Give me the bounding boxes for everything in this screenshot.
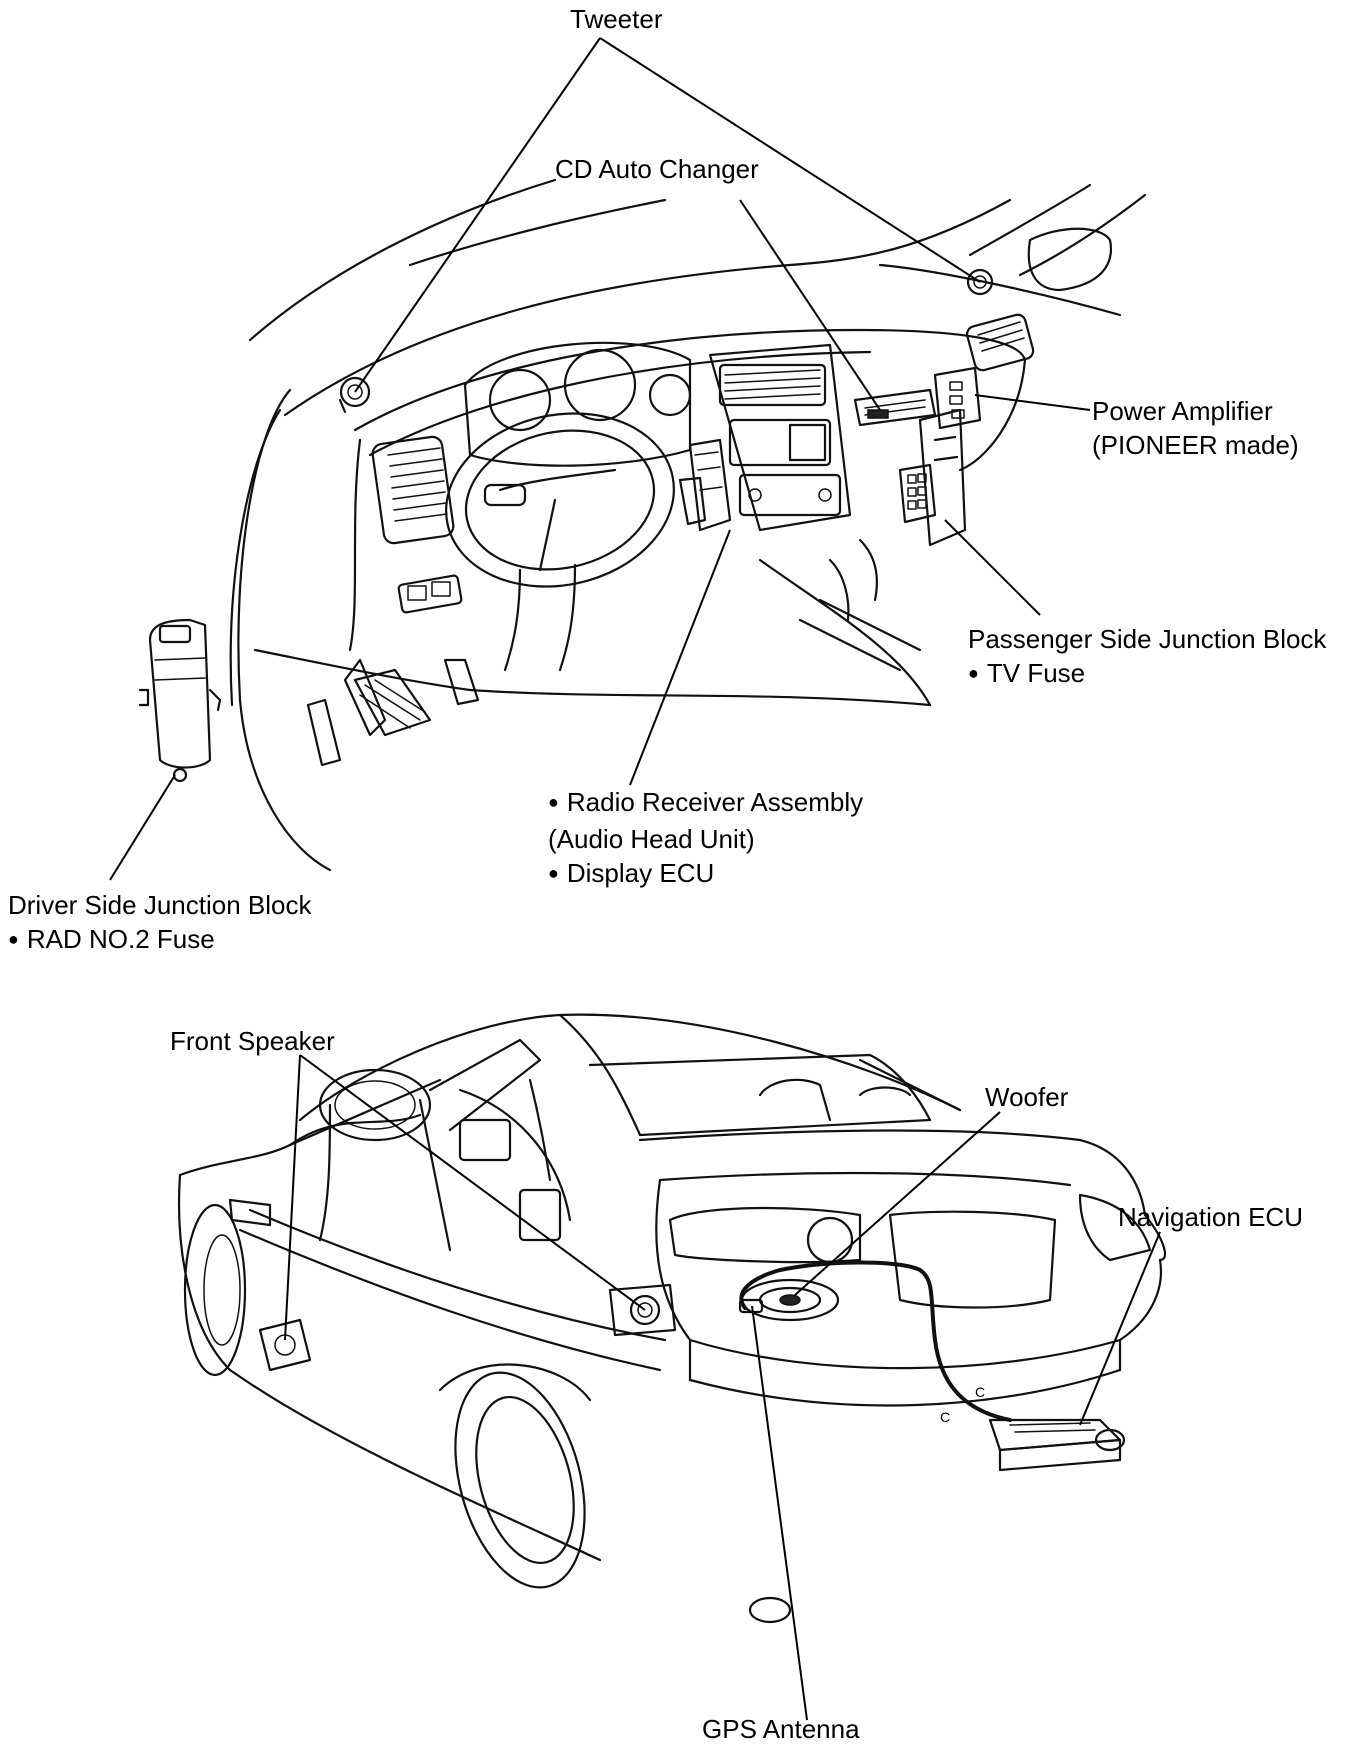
car-illustration [177, 1013, 1167, 1624]
trunk-marking-c-1: C [940, 1409, 951, 1425]
power-amplifier-label: Power Amplifier (PIONEER made) [1092, 394, 1299, 462]
cd-auto-changer-label: CD Auto Changer [555, 154, 759, 184]
radio-receiver-label: Radio Receiver Assembly (Audio Head Unit… [548, 785, 863, 893]
tweeter-left [338, 376, 371, 414]
driver-junction-block [138, 618, 222, 783]
front-speaker-label: Front Speaker [170, 1026, 335, 1056]
tweeter-right [966, 268, 994, 296]
navigation-ecu [988, 1418, 1122, 1472]
driver-junction-block-label: Driver Side Junction Block RAD NO.2 Fuse [8, 888, 311, 959]
cd-auto-changer [853, 388, 937, 427]
audio-head-unit-text: (Audio Head Unit) [548, 824, 755, 854]
woofer-label: Woofer [985, 1082, 1069, 1112]
brake-pedal [353, 668, 432, 737]
rad-no2-fuse-item: RAD NO.2 Fuse [8, 922, 311, 959]
passenger-junction-block-title: Passenger Side Junction Block [968, 624, 1327, 654]
center-stack [708, 343, 852, 532]
power-amplifier [933, 366, 982, 430]
dashboard-illustration [138, 178, 1147, 872]
radio-receiver-item: Radio Receiver Assembly [548, 785, 863, 822]
gps-antenna-cable [739, 1260, 1012, 1422]
leader-lines [109, 37, 1161, 1721]
passenger-junction-block-label: Passenger Side Junction Block TV Fuse [968, 622, 1326, 693]
front-speaker-right [608, 1283, 677, 1337]
radio-receiver-assembly [678, 438, 732, 532]
passenger-junction-block [898, 408, 967, 547]
gps-antenna-label: GPS Antenna [702, 1714, 860, 1744]
tv-fuse-item: TV Fuse [968, 656, 1326, 693]
tweeter-label: Tweeter [570, 4, 663, 34]
display-ecu-item: Display ECU [548, 856, 863, 893]
driver-junction-block-title: Driver Side Junction Block [8, 890, 312, 920]
gps-antenna [738, 1298, 764, 1314]
navigation-ecu-label: Navigation ECU [1118, 1202, 1303, 1232]
power-amplifier-maker: (PIONEER made) [1092, 430, 1299, 460]
power-amplifier-title: Power Amplifier [1092, 396, 1273, 426]
trunk-marking-c-2: C [975, 1384, 986, 1400]
